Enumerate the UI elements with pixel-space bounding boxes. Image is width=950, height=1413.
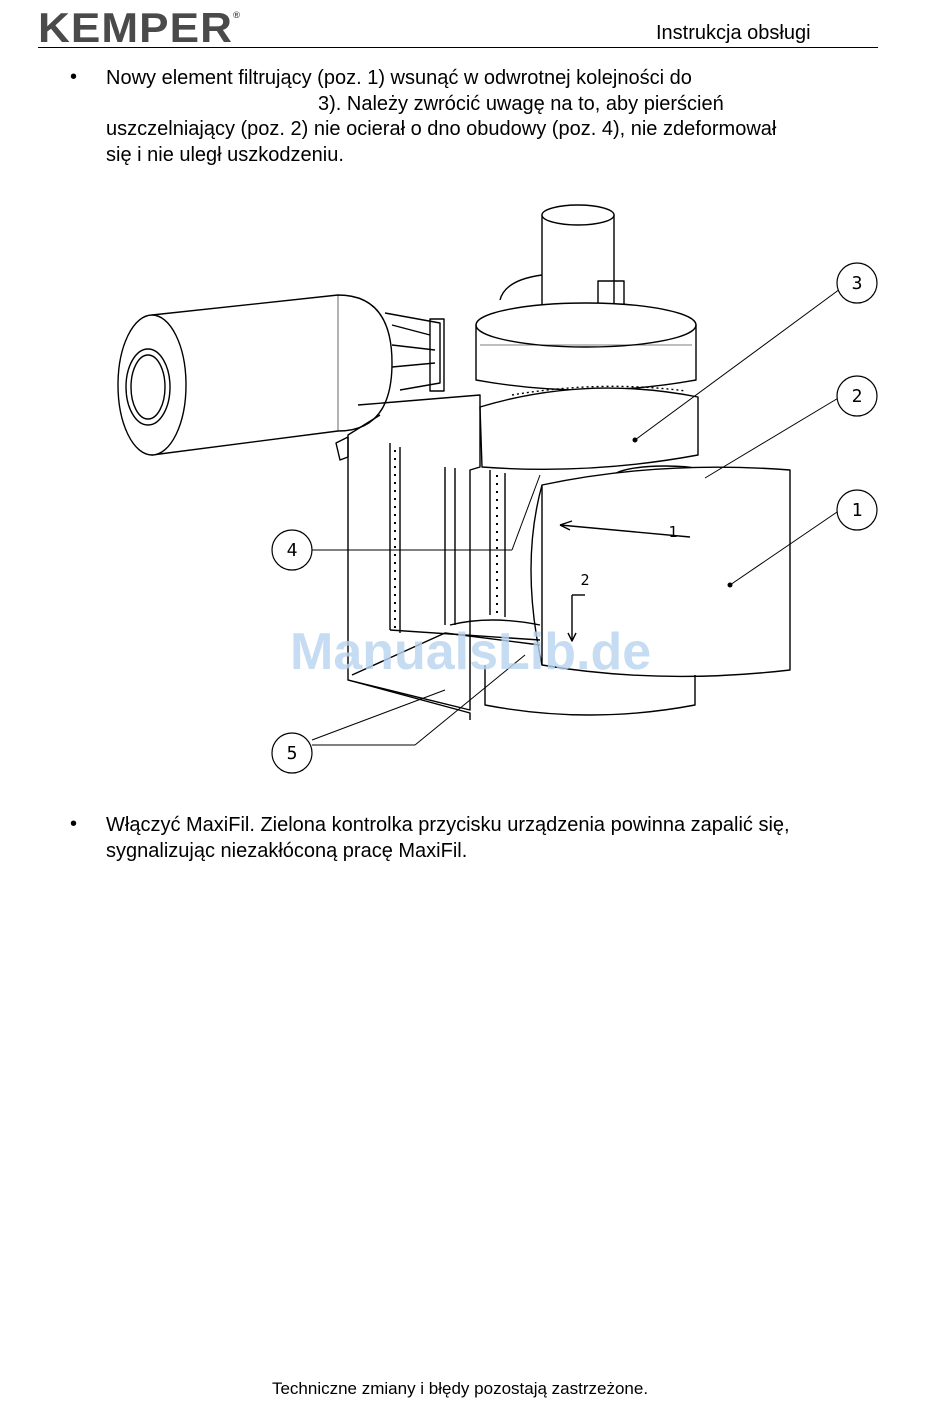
header-title: Instrukcja obsługi: [656, 22, 811, 44]
connector-duct: [384, 312, 445, 392]
fan-housing: [475, 302, 697, 391]
watermark: ManualsLib.de: [290, 623, 652, 681]
header-divider: [38, 47, 878, 48]
paragraph-line: uszczelniający (poz. 2) nie ocierał o dn…: [106, 118, 777, 140]
paragraph-line: się i nie uległ uszkodzeniu.: [106, 143, 344, 166]
callout-1-label: 1: [852, 500, 863, 521]
paragraph-line: sygnalizując niezakłóconą pracę MaxiFil.: [106, 839, 468, 862]
registered-mark: ®: [232, 10, 240, 20]
bullet-icon: •: [70, 813, 78, 835]
upper-housing: [479, 385, 699, 470]
filter-element: [449, 466, 791, 716]
arrow-label-2: 2: [580, 571, 589, 589]
callout-4-label: 4: [287, 540, 298, 561]
inline-arrows: [559, 520, 691, 642]
paragraph-line: Włączyć MaxiFil. Zielona kontrolka przyc…: [106, 814, 790, 836]
paragraph-install-filter: Nowy element filtrujący (poz. 1) wsunąć …: [106, 66, 776, 168]
callout-leaders: [311, 288, 841, 746]
paragraph-power-on: Włączyć MaxiFil. Zielona kontrolka przyc…: [106, 813, 790, 864]
arrow-label-1: 1: [668, 523, 677, 541]
callout-3-label: 3: [852, 273, 863, 294]
paragraph-line: Nowy element filtrujący (poz. 1) wsunąć …: [106, 67, 692, 89]
logo-text: KEMPER: [38, 4, 233, 51]
footer-note: Techniczne zmiany i błędy pozostają zast…: [271, 1379, 649, 1398]
horizontal-filter-cylinder: [117, 294, 393, 456]
callout-2-label: 2: [852, 386, 863, 407]
technical-drawing: 3 2 1 4 5 1 2: [117, 204, 878, 774]
bullet-icon: •: [70, 66, 78, 88]
paragraph-line: 3). Należy zwrócić uwagę na to, aby pier…: [318, 92, 724, 115]
callout-5-label: 5: [287, 743, 298, 764]
cabinet-body: [335, 394, 541, 720]
kemper-logo: KEMPER®: [38, 4, 240, 52]
callout-circles: [271, 262, 878, 774]
